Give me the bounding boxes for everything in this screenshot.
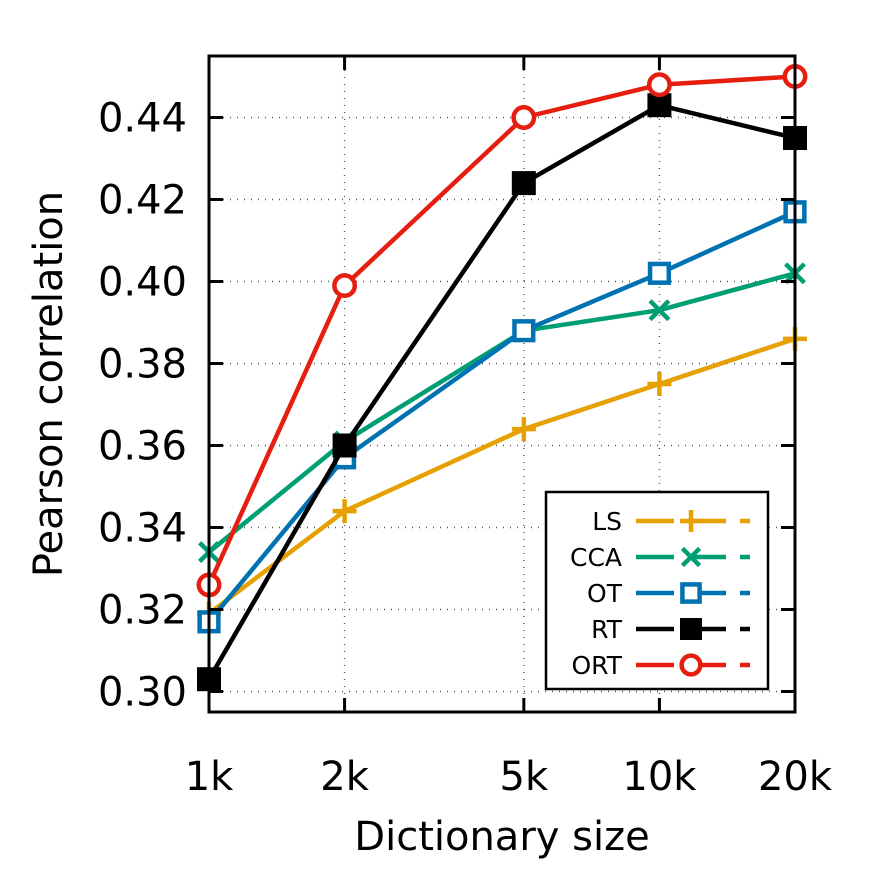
legend-label: LS — [592, 507, 622, 536]
data-point — [680, 618, 702, 640]
data-point — [332, 273, 358, 299]
data-point — [512, 319, 536, 343]
data-point — [680, 546, 702, 568]
x-axis-label: Dictionary size — [354, 814, 649, 860]
y-tick-label: 0.40 — [98, 260, 187, 306]
y-tick-label: 0.38 — [98, 342, 187, 388]
data-point — [647, 93, 672, 118]
legend-box — [544, 490, 770, 691]
y-tick-label: 0.42 — [98, 178, 187, 224]
legend-label: RT — [591, 615, 623, 644]
legend-label: CCA — [570, 543, 622, 572]
y-tick-label: 0.34 — [98, 506, 187, 552]
data-point — [680, 582, 702, 604]
legend-label: ORT — [571, 651, 622, 680]
y-tick-label: 0.30 — [98, 670, 187, 716]
x-tick-label: 10k — [622, 754, 697, 800]
data-point — [647, 261, 672, 285]
legend-item-ot: OT — [587, 579, 750, 608]
legend-item-rt: RT — [591, 615, 750, 644]
ticks: 0.30 0.32 0.34 0.36 0.38 0.40 0.42 0.44 1k 2k 5k 10… — [98, 56, 833, 800]
data-point — [679, 653, 703, 677]
y-axis-label: Pearson correlation — [26, 191, 72, 577]
y-tick-label: 0.44 — [98, 96, 187, 142]
data-point — [648, 299, 671, 322]
data-point — [646, 72, 672, 98]
data-point — [647, 372, 672, 396]
data-point — [332, 433, 357, 458]
legend: LS CCA OT RT ORT — [544, 490, 770, 691]
legend-item-ort: ORT — [571, 651, 750, 680]
data-point — [511, 417, 536, 442]
legend-label: OT — [587, 579, 623, 608]
data-point — [680, 510, 702, 532]
series-ort — [196, 64, 808, 598]
y-tick-label: 0.32 — [98, 588, 187, 634]
legend-item-ls: LS — [592, 507, 750, 536]
data-point — [511, 171, 536, 196]
y-tick-label: 0.36 — [98, 424, 187, 470]
x-tick-label: 2k — [320, 754, 369, 800]
data-point — [511, 105, 537, 130]
legend-item-cca: CCA — [570, 543, 750, 572]
data-point — [332, 499, 357, 524]
x-tick-label: 1k — [185, 754, 234, 800]
series-rt — [197, 93, 807, 692]
x-tick-label: 20k — [758, 754, 833, 800]
plot-frame — [207, 54, 797, 714]
x-tick-label: 5k — [500, 754, 549, 800]
